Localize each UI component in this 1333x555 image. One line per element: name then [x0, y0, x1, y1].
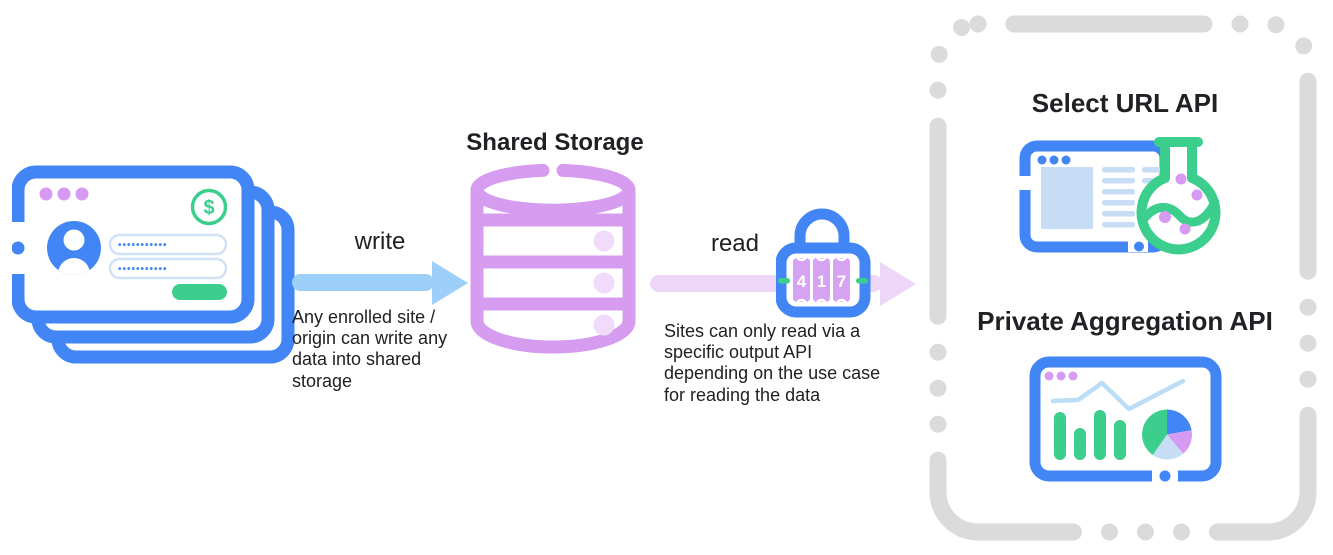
dollar-icon: $: [190, 188, 228, 226]
combination-lock-icon: 4 1 7: [776, 208, 871, 318]
read-label: read: [710, 230, 760, 257]
svg-text:•••••••••••: •••••••••••: [118, 240, 168, 251]
pie-chart: [1142, 409, 1192, 460]
dashboard-chart-icon: [1029, 356, 1222, 483]
shared-storage-title: Shared Storage: [466, 129, 644, 156]
password-field: •••••••••••: [108, 233, 228, 256]
dial-partial-digits: [795, 258, 848, 302]
output-apis-dashed-border: [929, 15, 1317, 541]
select-url-api-title: Select URL API: [1031, 88, 1219, 118]
submit-button-shape: [172, 284, 227, 300]
svg-text:•••••••••••: •••••••••••: [118, 264, 168, 275]
lock-digit: 4: [797, 272, 807, 291]
write-caption: Any enrolled site / origin can write any…: [292, 307, 448, 391]
avatar-icon: [47, 221, 101, 275]
password-field: •••••••••••: [108, 257, 228, 280]
lock-digit: 1: [817, 272, 826, 291]
window-dots-icon: [39, 187, 89, 201]
line-chart: [1050, 378, 1186, 412]
lock-digit: 7: [837, 272, 846, 291]
border-dot: [12, 241, 25, 255]
database-icon: [470, 163, 636, 354]
page-content-block: [1041, 167, 1093, 229]
write-arrow-icon: [292, 261, 468, 305]
write-label: write: [354, 228, 406, 255]
stacked-sites-icon: $ ••••••••••• •••••••••••: [12, 165, 295, 364]
private-aggregation-api-title: Private Aggregation API: [977, 306, 1273, 336]
flask-icon: [1136, 137, 1221, 255]
bar-chart: [1054, 410, 1126, 460]
svg-text:$: $: [203, 197, 214, 219]
read-caption: Sites can only read via a specific outpu…: [664, 321, 881, 405]
browser-flask-icon: [1018, 137, 1221, 255]
